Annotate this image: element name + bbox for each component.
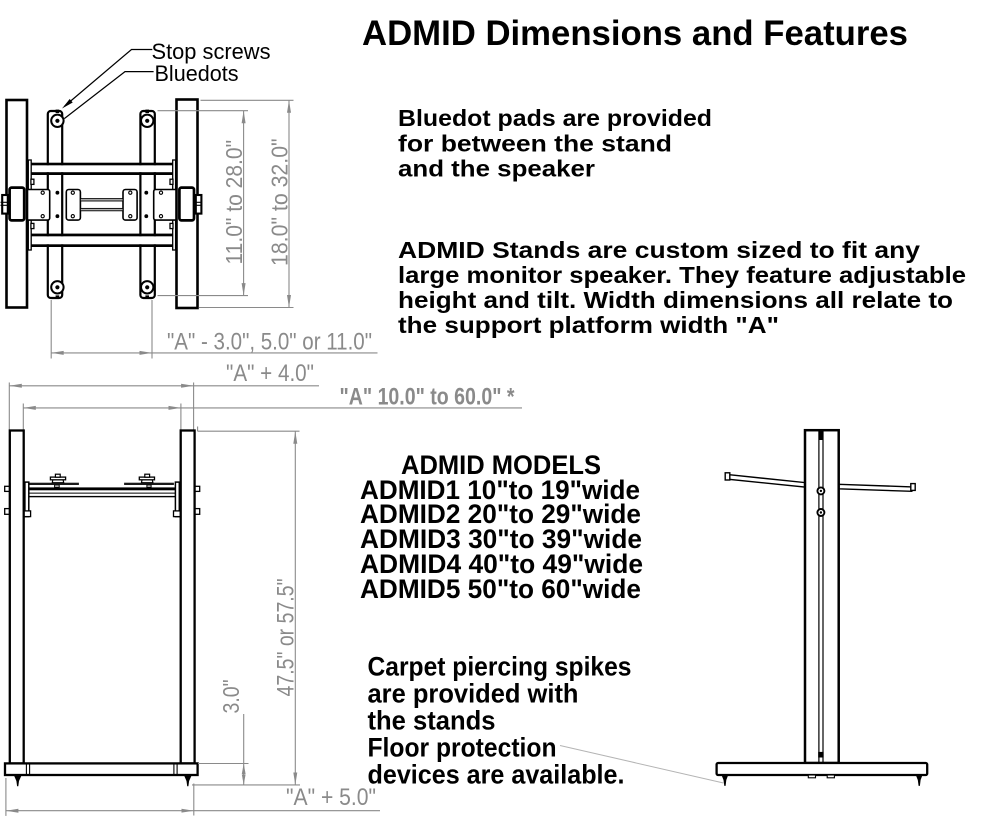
svg-text:for between the stand: for between the stand	[398, 130, 672, 156]
svg-text:"A" 10.0" to 60.0" *: "A" 10.0" to 60.0" *	[340, 384, 516, 411]
svg-text:the support platform width "A": the support platform width "A"	[398, 312, 779, 338]
svg-text:47.5" or 57.5": 47.5" or 57.5"	[272, 579, 299, 697]
svg-text:large monitor speaker. They fe: large monitor speaker. They feature adju…	[398, 262, 966, 288]
svg-text:"A" + 4.0": "A" + 4.0"	[226, 360, 314, 387]
svg-text:Stop screws: Stop screws	[152, 39, 271, 64]
svg-text:height and tilt. Width dimensi: height and tilt. Width dimensions all re…	[398, 287, 953, 313]
svg-text:3.0": 3.0"	[218, 680, 244, 714]
svg-text:ADMID Dimensions and Features: ADMID Dimensions and Features	[362, 13, 908, 53]
svg-text:the stands: the stands	[368, 706, 496, 736]
svg-text:and the speaker: and the speaker	[398, 156, 595, 182]
svg-text:ADMID Stands are custom sized: ADMID Stands are custom sized to fit any	[398, 237, 920, 263]
svg-text:ADMID5 50"to 60"wide: ADMID5 50"to 60"wide	[360, 574, 641, 604]
svg-text:"A" - 3.0", 5.0" or 11.0": "A" - 3.0", 5.0" or 11.0"	[167, 329, 372, 356]
svg-text:ADMID2 20"to 29"wide: ADMID2 20"to 29"wide	[360, 499, 641, 529]
svg-text:18.0" to 32.0": 18.0" to 32.0"	[267, 138, 293, 266]
svg-text:ADMID4 40"to 49"wide: ADMID4 40"to 49"wide	[360, 549, 643, 579]
svg-text:"A" + 5.0": "A" + 5.0"	[286, 784, 376, 811]
svg-text:devices are available.: devices are available.	[368, 760, 625, 790]
svg-text:ADMID MODELS: ADMID MODELS	[401, 450, 601, 480]
svg-text:ADMID3 30"to 39"wide: ADMID3 30"to 39"wide	[360, 524, 642, 554]
svg-text:ADMID1 10"to 19"wide: ADMID1 10"to 19"wide	[360, 475, 640, 505]
svg-text:Bluedots: Bluedots	[155, 61, 239, 86]
svg-text:Bluedot pads are provided: Bluedot pads are provided	[398, 105, 712, 131]
svg-text:11.0" to 28.0": 11.0" to 28.0"	[221, 140, 247, 265]
svg-text:are provided with: are provided with	[368, 679, 579, 709]
svg-text:Floor protection: Floor protection	[368, 733, 557, 763]
svg-text:Carpet piercing spikes: Carpet piercing spikes	[368, 652, 632, 682]
